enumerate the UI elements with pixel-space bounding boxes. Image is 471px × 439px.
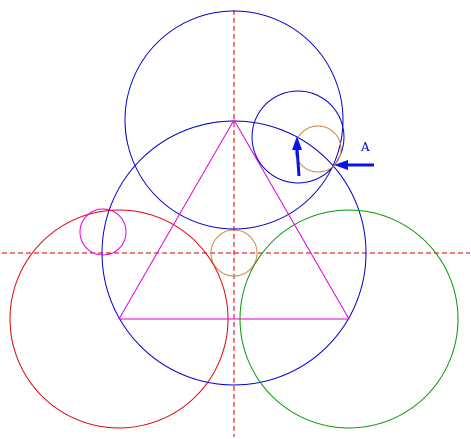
small-top-right-circle xyxy=(294,125,342,173)
arrow-up-icon xyxy=(292,136,302,177)
small-center-circle xyxy=(210,229,258,277)
small-left-circle xyxy=(79,208,127,256)
equilateral-triangle xyxy=(118,119,350,320)
top-circle xyxy=(124,10,344,230)
top-right-small-circle xyxy=(251,90,345,184)
point-a-label: A xyxy=(360,140,370,154)
large-center-circle xyxy=(101,120,367,386)
arrow-left-icon xyxy=(334,160,374,170)
